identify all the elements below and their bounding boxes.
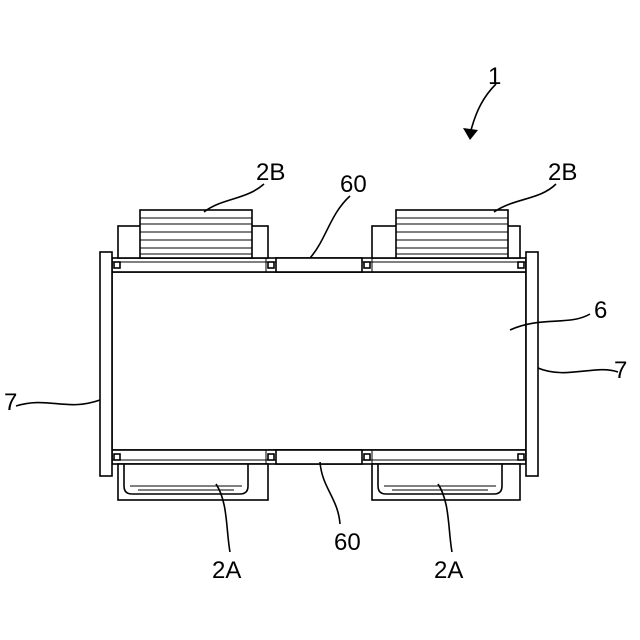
lower-unit-right: [372, 464, 520, 500]
main-body: [112, 272, 526, 450]
lower-connector: [276, 450, 362, 464]
lower-unit-right-label: 2A: [434, 557, 463, 584]
end-plate-right-label: 7: [614, 357, 627, 384]
upper-unit-left-label: 2B: [256, 159, 285, 186]
upper-connector: [276, 258, 362, 272]
end-plate-left-label: 7: [4, 389, 17, 416]
assembly-pointer: [463, 84, 496, 140]
end-plate-right: [526, 252, 538, 476]
upper-unit-right-label: 2B: [548, 159, 577, 186]
end-plate-left: [100, 252, 112, 476]
main-body-label: 6: [594, 297, 607, 324]
upper-unit-right: [372, 210, 520, 258]
assembly-label: 1: [488, 63, 501, 90]
upper-connector-label: 60: [340, 171, 367, 198]
lower-unit-left: [118, 464, 268, 500]
upper-unit-left: [118, 210, 268, 258]
lower-unit-left-label: 2A: [212, 557, 241, 584]
lower-connector-label: 60: [334, 529, 361, 556]
